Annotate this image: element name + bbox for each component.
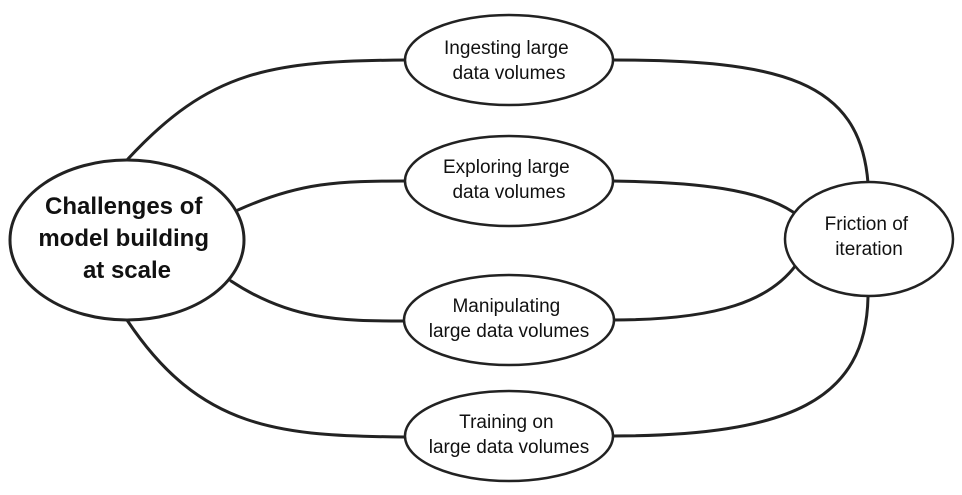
edge-main-to-training [125, 318, 407, 439]
result-node-shape [783, 180, 955, 298]
challenge-node-line-2: data volumes [452, 63, 565, 84]
challenge-node-line-1: Training on [459, 412, 553, 433]
main-node-line-2: model building [38, 225, 209, 252]
result-node-line-1: Friction of [825, 214, 909, 235]
main-node-label: Challenges of model building at scale [38, 193, 215, 284]
result-node-label: Friction of iteration [825, 214, 914, 260]
edge-main-to-manipulating [229, 279, 406, 323]
challenge-node-shape [402, 273, 616, 367]
challenge-node-manipulating: Manipulating large data volumes [402, 273, 616, 367]
challenge-node-line-1: Manipulating [452, 296, 560, 317]
challenge-node-shape [403, 389, 615, 483]
main-node-shape [8, 158, 246, 322]
challenge-node-line-2: large data volumes [429, 437, 590, 458]
challenge-node-label: Manipulating large data volumes [429, 296, 590, 342]
edge-ingesting-to-friction [610, 58, 870, 185]
result-node-line-2: iteration [835, 239, 903, 260]
challenge-node-line-1: Ingesting large [444, 38, 569, 59]
challenge-node-label: Training on large data volumes [429, 412, 590, 458]
edge-exploring-to-friction [610, 179, 795, 214]
edge-main-to-exploring [236, 179, 408, 212]
challenge-node-ingesting: Ingesting large data volumes [403, 13, 615, 107]
main-node: Challenges of model building at scale [8, 158, 246, 322]
challenge-node-training: Training on large data volumes [403, 389, 615, 483]
challenge-node-line-1: Exploring large [443, 157, 570, 178]
connectors [125, 58, 870, 439]
edge-training-to-friction [610, 295, 870, 438]
challenge-node-shape [403, 134, 615, 228]
challenge-node-exploring: Exploring large data volumes [403, 134, 615, 228]
edge-main-to-ingesting [125, 58, 408, 162]
challenge-node-label: Exploring large data volumes [443, 157, 575, 203]
result-node: Friction of iteration [783, 180, 955, 298]
main-node-line-3: at scale [83, 257, 171, 284]
main-node-line-1: Challenges of [45, 193, 203, 220]
edge-manipulating-to-friction [610, 263, 798, 322]
challenge-node-line-2: large data volumes [429, 321, 590, 342]
challenge-node-line-2: data volumes [452, 182, 565, 203]
challenge-node-shape [403, 13, 615, 107]
challenge-node-label: Ingesting large data volumes [444, 38, 574, 84]
